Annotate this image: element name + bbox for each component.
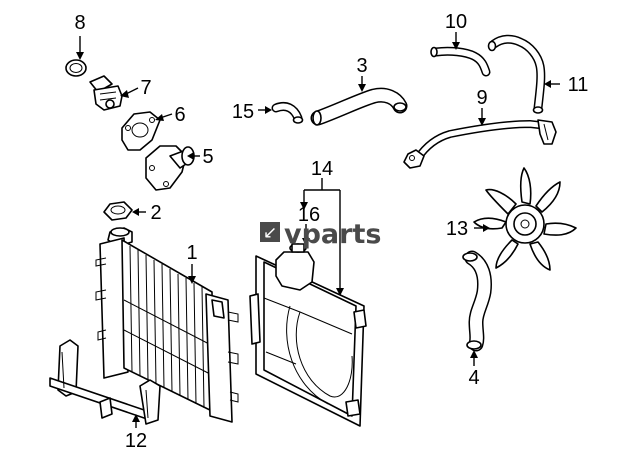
arrow-14b [336,288,344,296]
arrow-14a [300,202,308,210]
leader-14 [303,178,341,292]
callout-4: 4 [468,367,479,389]
callout-1: 1 [186,242,197,264]
coolant-reservoir [275,243,315,291]
arrow-4 [470,350,478,358]
radiator [95,227,239,423]
arrow-5 [187,152,194,160]
callout-8: 8 [74,12,85,34]
water-outlet-housing [145,145,195,191]
arrow-15 [265,106,272,114]
arrow-8 [76,52,84,60]
callout-9: 9 [476,87,487,109]
arrow-11 [544,80,551,88]
watermark-text: vparts [284,219,381,250]
callout-5: 5 [202,146,213,168]
thermostat [89,75,123,111]
radiator-cap [103,201,133,221]
arrow-7 [120,90,129,98]
arrow-6 [155,114,164,121]
arrow-16 [302,238,310,246]
heater-hose [430,46,491,77]
lower-radiator-hose [462,250,492,352]
upper-radiator-hose [310,87,408,126]
heater-return-hose [487,34,546,114]
bypass-hose [271,101,304,124]
callout-3: 3 [356,55,367,77]
arrow-13 [483,224,490,232]
callout-15: 15 [232,101,254,123]
lower-support-bracket [49,339,161,425]
callout-16: 16 [298,204,320,226]
arrow-9 [478,118,486,126]
watermark-mark: ↙ [263,223,277,243]
housing-gasket [121,111,161,151]
fan-shroud [249,255,367,427]
arrow-2 [132,208,139,216]
arrow-12 [132,414,140,422]
water-bypass-pipe [403,119,557,169]
callout-6: 6 [174,104,185,126]
leader-7 [125,87,139,95]
cooling-fan [473,167,577,271]
watermark-logo: ↙ vparts [260,219,381,250]
callout-7: 7 [140,77,151,99]
arrow-10 [452,42,460,50]
arrow-3 [358,84,366,92]
callout-11: 11 [568,74,589,96]
callout-13: 13 [446,218,468,240]
callout-14: 14 [311,158,333,180]
callout-10: 10 [445,11,467,33]
callout-12: 12 [125,430,147,452]
gasket-o-ring [65,59,87,77]
callout-2: 2 [150,202,161,224]
arrow-1 [188,276,196,284]
